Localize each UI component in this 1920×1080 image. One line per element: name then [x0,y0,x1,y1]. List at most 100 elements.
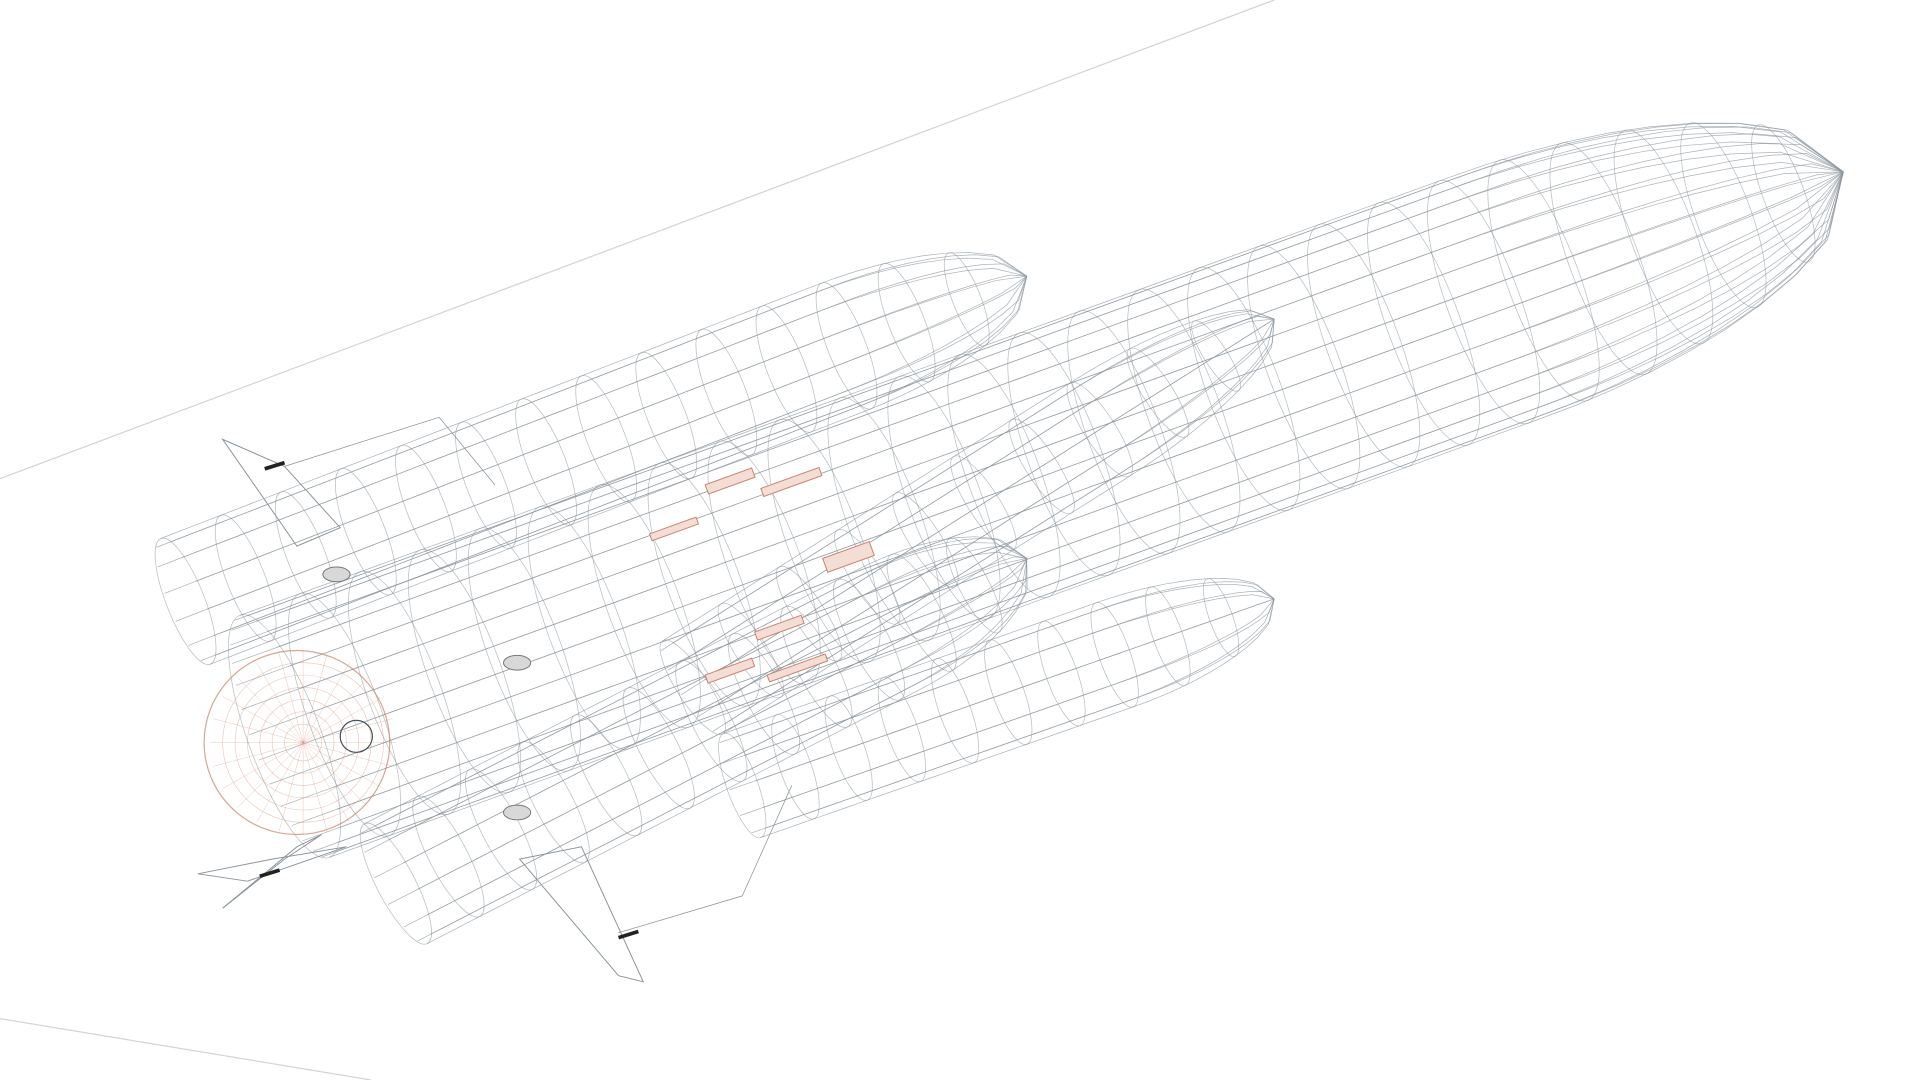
longitudinal-line [403,558,1028,928]
nozzle-ring [284,723,322,762]
ring-frame [984,639,1033,745]
ring-frame [1487,159,1600,402]
ring-frame [1067,310,1181,555]
ring-frame [455,421,517,549]
ring-frame [467,527,581,772]
longitudinal-line [319,171,1844,739]
ring-frame [515,398,577,526]
longitudinal-line [214,276,1028,656]
ring-frame [947,353,1061,598]
nozzle-spoke [302,696,384,743]
longitudinal-line [729,598,1275,791]
nozzle-ring [222,662,384,823]
ring-frame [575,375,637,503]
ring-frame [827,397,941,642]
longitudinal-line [195,274,1027,582]
internal-component [766,653,829,683]
nozzle-spoke [278,653,304,743]
booster-right-lower [718,578,1275,839]
rocket-wireframe-model [154,122,1844,983]
ring-frame [1307,223,1421,468]
internal-component [754,614,805,641]
ring-frame [707,440,821,685]
longitudinal-line [247,122,1844,617]
ring-frame [1427,180,1541,425]
longitudinal-line [269,171,1844,785]
ring-frame [833,578,906,701]
stabilizer-fin [518,846,645,983]
ring-frame [407,549,521,794]
nozzle-ring [271,711,335,774]
ring-frame [570,714,643,837]
longitudinal-line [660,313,1275,652]
longitudinal-line [321,171,1844,858]
longitudinal-line [667,318,1275,671]
ground-line-bottom [0,1018,372,1080]
ring-frame [647,462,761,707]
longitudinal-line [387,558,1028,905]
ring-frame [335,468,397,596]
ring-frame [877,676,926,783]
ring-frame [892,492,959,588]
nozzle-spoke [278,742,304,832]
longitudinal-line [680,318,1275,696]
longitudinal-line [188,275,1028,646]
ring-frame [718,732,767,839]
nozzle-spoke [237,742,304,808]
nozzle-spoke [302,742,384,789]
longitudinal-line [157,267,1027,568]
nozzle-spoke [302,742,350,823]
longitudinal-line [266,133,1844,633]
ring-frame [1007,332,1121,577]
nozzle-spoke [213,718,304,743]
ring-frame [767,418,881,663]
ring-frame [1187,266,1301,511]
nozzle-spoke [256,742,304,823]
longitudinal-line [170,254,1028,543]
ring-frame [154,537,217,665]
ring-frame [1145,586,1191,686]
nozzle-spoke [302,662,350,743]
nozzle-spoke [302,742,369,808]
ring-frame [347,570,461,815]
ring-frame [1203,578,1240,657]
nozzle-spoke [302,653,328,743]
nozzle-spoke [213,742,304,767]
longitudinal-line [403,556,1027,864]
internal-component [648,516,700,542]
nozzle-ring [259,699,347,786]
ring-frame [815,282,878,410]
attachment-port [322,566,351,583]
longitudinal-line [417,558,1028,942]
ring-frame [1247,245,1361,490]
ring-frame [1549,142,1658,376]
ring-frame [359,822,432,945]
ring-frame [1127,288,1241,533]
ring-frame [395,444,457,573]
ring-frame [214,514,277,642]
longitudinal-line [241,171,1844,710]
ring-frame [877,262,936,383]
longitudinal-line [364,551,1027,853]
longitudinal-line [235,161,1844,686]
ring-frame [771,714,820,820]
ring-frame [824,695,873,801]
internal-component [760,466,823,498]
ring-frame [1191,320,1241,392]
longitudinal-line [175,275,1028,622]
ring-frame [717,602,785,699]
longitudinal-line [717,318,1275,705]
longitudinal-line [764,598,1275,829]
ring-frame [412,795,485,918]
fin-bracket [618,785,793,934]
internal-component [704,467,756,495]
longitudinal-line [337,171,1844,843]
nozzle-spoke [222,742,304,789]
ring-frame [1090,602,1139,708]
internal-component [822,540,875,573]
longitudinal-line [374,558,1027,879]
stabilizer-fin [221,438,342,547]
ring-frame [517,741,590,864]
internal-component [704,657,756,684]
